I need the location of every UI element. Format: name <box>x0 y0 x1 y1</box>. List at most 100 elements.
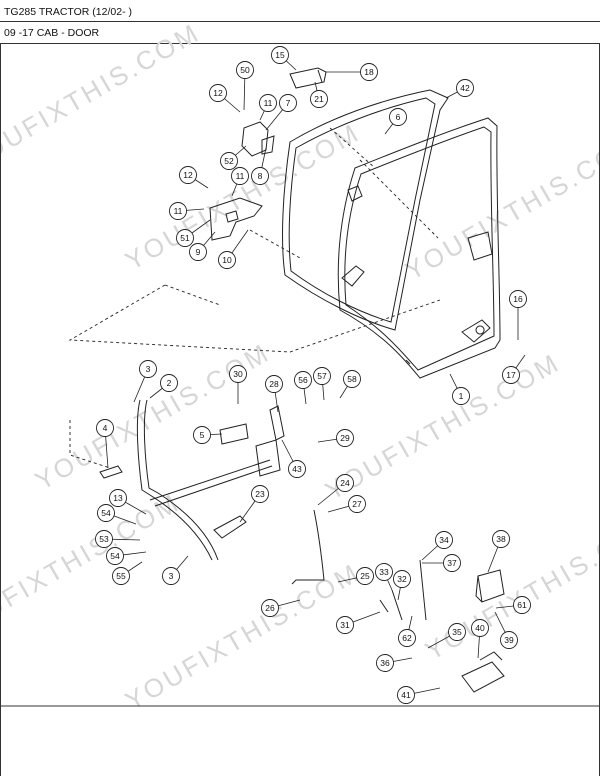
callout-1: 1 <box>452 387 470 405</box>
callout-31: 31 <box>336 616 354 634</box>
callout-circle <box>500 631 518 649</box>
callout-label: 40 <box>475 623 485 633</box>
callout-53: 53 <box>95 530 113 548</box>
callout-label: 1 <box>459 391 464 401</box>
callout-label: 8 <box>258 171 263 181</box>
callout-37: 37 <box>443 554 461 572</box>
callout-label: 6 <box>396 112 401 122</box>
callout-25: 25 <box>356 567 374 585</box>
callout-circle <box>376 654 394 672</box>
pad-40 <box>461 661 505 693</box>
callout-label: 4 <box>103 423 108 433</box>
callout-12: 12 <box>179 166 197 184</box>
callout-label: 54 <box>110 551 120 561</box>
callout-17: 17 <box>502 366 520 384</box>
callout-circle <box>356 567 374 585</box>
callout-50: 50 <box>236 61 254 79</box>
callout-label: 16 <box>513 294 523 304</box>
callout-30: 30 <box>229 365 247 383</box>
callout-label: 5 <box>200 430 205 440</box>
callout-circle <box>313 367 331 385</box>
callout-label: 55 <box>116 571 126 581</box>
callout-circle <box>265 375 283 393</box>
callout-11: 11 <box>231 167 249 185</box>
callout-circle <box>229 365 247 383</box>
door-frame-inner <box>344 126 495 371</box>
callout-label: 56 <box>298 375 308 385</box>
callout-circle <box>96 419 114 437</box>
callout-43: 43 <box>288 460 306 478</box>
callout-15: 15 <box>271 46 289 64</box>
callout-23: 23 <box>251 485 269 503</box>
callout-label: 11 <box>174 206 183 216</box>
callout-circle <box>176 229 194 247</box>
diagram-title: TG285 TRACTOR (12/02- ) <box>0 0 600 22</box>
callout-circle <box>397 686 415 704</box>
cover-38 <box>477 569 505 603</box>
callout-52: 52 <box>220 152 238 170</box>
callout-circle <box>106 547 124 565</box>
callout-label: 54 <box>101 508 111 518</box>
callout-circle <box>112 567 130 585</box>
callout-label: 42 <box>460 83 470 93</box>
callout-circle <box>179 166 197 184</box>
callout-circle <box>513 596 531 614</box>
handle <box>289 67 327 89</box>
callout-label: 38 <box>496 534 506 544</box>
callout-circle <box>193 426 211 444</box>
callout-label: 7 <box>286 98 291 108</box>
callout-circle <box>310 90 328 108</box>
callout-label: 2 <box>167 378 172 388</box>
callout-label: 3 <box>146 364 151 374</box>
callout-34: 34 <box>435 531 453 549</box>
callout-7: 7 <box>279 94 297 112</box>
callout-label: 35 <box>452 627 462 637</box>
callout-13: 13 <box>109 489 127 507</box>
callout-label: 28 <box>269 379 279 389</box>
callout-9: 9 <box>189 243 207 261</box>
door-frame-outline <box>337 117 501 379</box>
hinge-plate <box>347 185 363 202</box>
callout-5: 5 <box>193 426 211 444</box>
callout-label: 26 <box>265 603 275 613</box>
callout-40: 40 <box>471 619 489 637</box>
callout-label: 61 <box>517 600 527 610</box>
callout-circle <box>398 629 416 647</box>
callout-11: 11 <box>259 94 277 112</box>
callout-2: 2 <box>160 374 178 392</box>
callout-circle <box>389 108 407 126</box>
callout-circle <box>97 504 115 522</box>
callout-label: 58 <box>347 374 357 384</box>
callout-label: 33 <box>379 567 389 577</box>
callout-circle <box>348 495 366 513</box>
callout-circle <box>294 371 312 389</box>
callout-circle <box>456 79 474 97</box>
callout-circle <box>435 531 453 549</box>
bracket-4 <box>99 465 123 479</box>
callout-circle <box>271 46 289 64</box>
callout-circle <box>448 623 466 641</box>
callout-circle <box>236 61 254 79</box>
callout-label: 30 <box>233 369 243 379</box>
callout-label: 23 <box>255 489 265 499</box>
callout-circle <box>251 167 269 185</box>
callout-label: 52 <box>224 156 234 166</box>
callout-label: 10 <box>222 255 232 265</box>
callout-circle <box>169 202 187 220</box>
callout-32: 32 <box>393 570 411 588</box>
callout-label: 43 <box>292 464 302 474</box>
callout-circle <box>336 474 354 492</box>
callout-36: 36 <box>376 654 394 672</box>
hinge-plate <box>461 319 491 343</box>
callout-42: 42 <box>456 79 474 97</box>
callout-circle <box>231 167 249 185</box>
callout-55: 55 <box>112 567 130 585</box>
callout-circle <box>336 616 354 634</box>
callout-circle <box>209 84 227 102</box>
callout-label: 37 <box>447 558 457 568</box>
callout-label: 31 <box>340 620 350 630</box>
callout-18: 18 <box>360 63 378 81</box>
callout-label: 15 <box>275 50 285 60</box>
callout-label: 12 <box>183 170 193 180</box>
callout-circle <box>259 94 277 112</box>
